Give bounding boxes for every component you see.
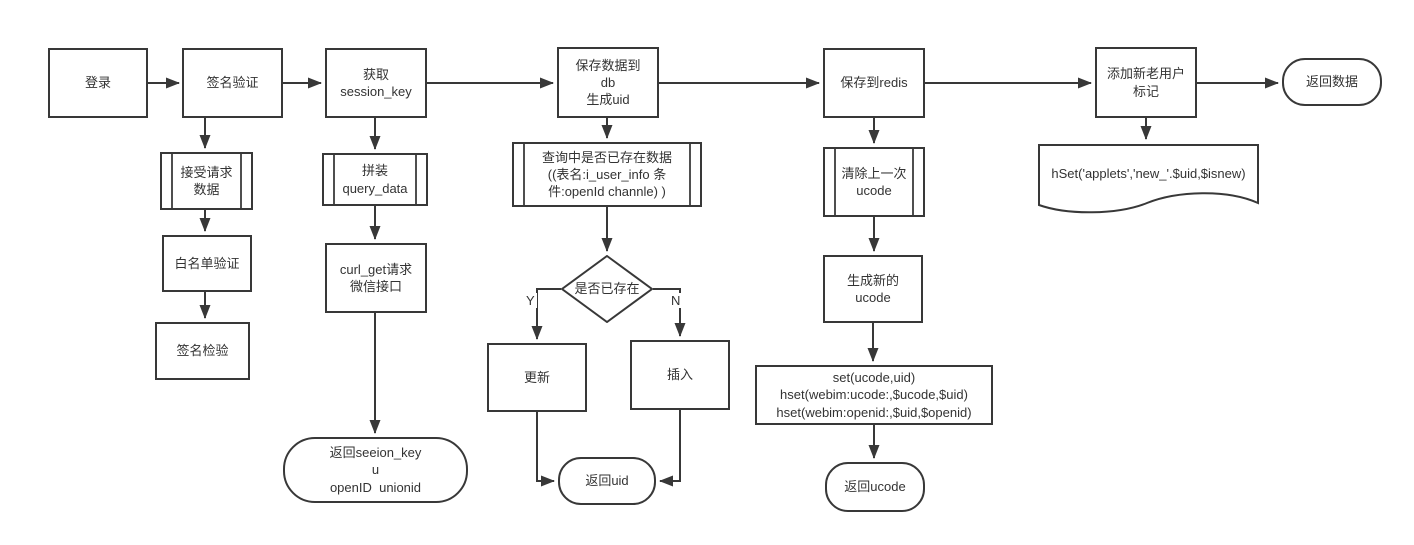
node-save-db: 保存数据到 db 生成uid xyxy=(557,47,659,118)
node-clear-ucode: 清除上一次 ucode xyxy=(823,147,925,217)
decision-diamond-shape xyxy=(561,255,653,323)
node-save-redis-label: 保存到redis xyxy=(840,75,908,91)
node-curl-get-label: curl_get请求 微信接口 xyxy=(339,261,413,294)
connector-update-to-return-uid xyxy=(536,412,555,487)
node-redis-set: set(ucode,uid) hset(webim:ucode:,$ucode,… xyxy=(755,365,993,425)
node-gen-ucode-label: 生成新的 ucode xyxy=(846,272,899,305)
node-save-redis: 保存到redis xyxy=(823,48,925,118)
node-return-ucode-label: 返回ucode xyxy=(844,479,906,495)
node-add-user-flag-label: 添加新老用户 标记 xyxy=(1106,66,1185,99)
node-redis-set-label: set(ucode,uid) hset(webim:ucode:,$ucode,… xyxy=(776,370,972,420)
node-return-ucode: 返回ucode xyxy=(825,462,925,512)
node-hset-doc-label: hSet('applets','new_'.$uid,$isnew) xyxy=(1051,166,1246,182)
node-update: 更新 xyxy=(487,343,587,412)
connector-decision-yes-to-update xyxy=(531,288,561,340)
branch-label-no: N xyxy=(669,293,683,308)
node-login-label: 登录 xyxy=(84,75,111,91)
document-shape xyxy=(1038,144,1259,214)
node-sign-verify-label: 签名验证 xyxy=(206,75,259,91)
node-return-data-label: 返回数据 xyxy=(1305,74,1358,90)
node-get-session-key-label: 获取 session_key xyxy=(340,66,412,99)
node-exist-decision-label: 是否已存在 xyxy=(574,281,640,297)
node-get-session-key: 获取 session_key xyxy=(325,48,427,118)
node-return-uid-label: 返回uid xyxy=(585,473,629,489)
node-gen-ucode: 生成新的 ucode xyxy=(823,255,923,323)
node-sign-check-label: 签名检验 xyxy=(176,343,229,359)
node-return-uid: 返回uid xyxy=(558,457,656,505)
node-accept-request-label: 接受请求 数据 xyxy=(180,164,233,197)
node-return-session: 返回seeion_key u openID unionid xyxy=(283,437,468,503)
node-return-session-label: 返回seeion_key u openID unionid xyxy=(329,445,422,495)
node-query-exist: 查询中是否已存在数据 ((表名:i_user_info 条 件:openId c… xyxy=(512,142,702,207)
node-curl-get: curl_get请求 微信接口 xyxy=(325,243,427,313)
node-accept-request: 接受请求 数据 xyxy=(160,152,253,210)
node-clear-ucode-label: 清除上一次 ucode xyxy=(841,165,907,198)
node-sign-check: 签名检验 xyxy=(155,322,250,380)
node-hset-doc: hSet('applets','new_'.$uid,$isnew) xyxy=(1037,143,1260,217)
node-login: 登录 xyxy=(48,48,148,118)
node-assemble-query-label: 拼装 query_data xyxy=(342,163,408,196)
branch-label-yes: Y xyxy=(524,293,537,308)
node-update-label: 更新 xyxy=(523,369,550,385)
node-exist-decision: 是否已存在 xyxy=(561,255,653,323)
node-add-user-flag: 添加新老用户 标记 xyxy=(1095,47,1197,118)
node-sign-verify: 签名验证 xyxy=(182,48,283,118)
node-whitelist-verify: 白名单验证 xyxy=(162,235,252,292)
node-whitelist-verify-label: 白名单验证 xyxy=(174,255,240,271)
node-save-db-label: 保存数据到 db 生成uid xyxy=(575,57,641,108)
node-insert-label: 插入 xyxy=(666,367,693,383)
node-insert: 插入 xyxy=(630,340,730,410)
node-return-data: 返回数据 xyxy=(1282,58,1382,106)
connector-insert-to-return-uid xyxy=(659,410,681,487)
node-query-exist-label: 查询中是否已存在数据 ((表名:i_user_info 条 件:openId c… xyxy=(541,149,672,200)
node-assemble-query: 拼装 query_data xyxy=(322,153,428,206)
